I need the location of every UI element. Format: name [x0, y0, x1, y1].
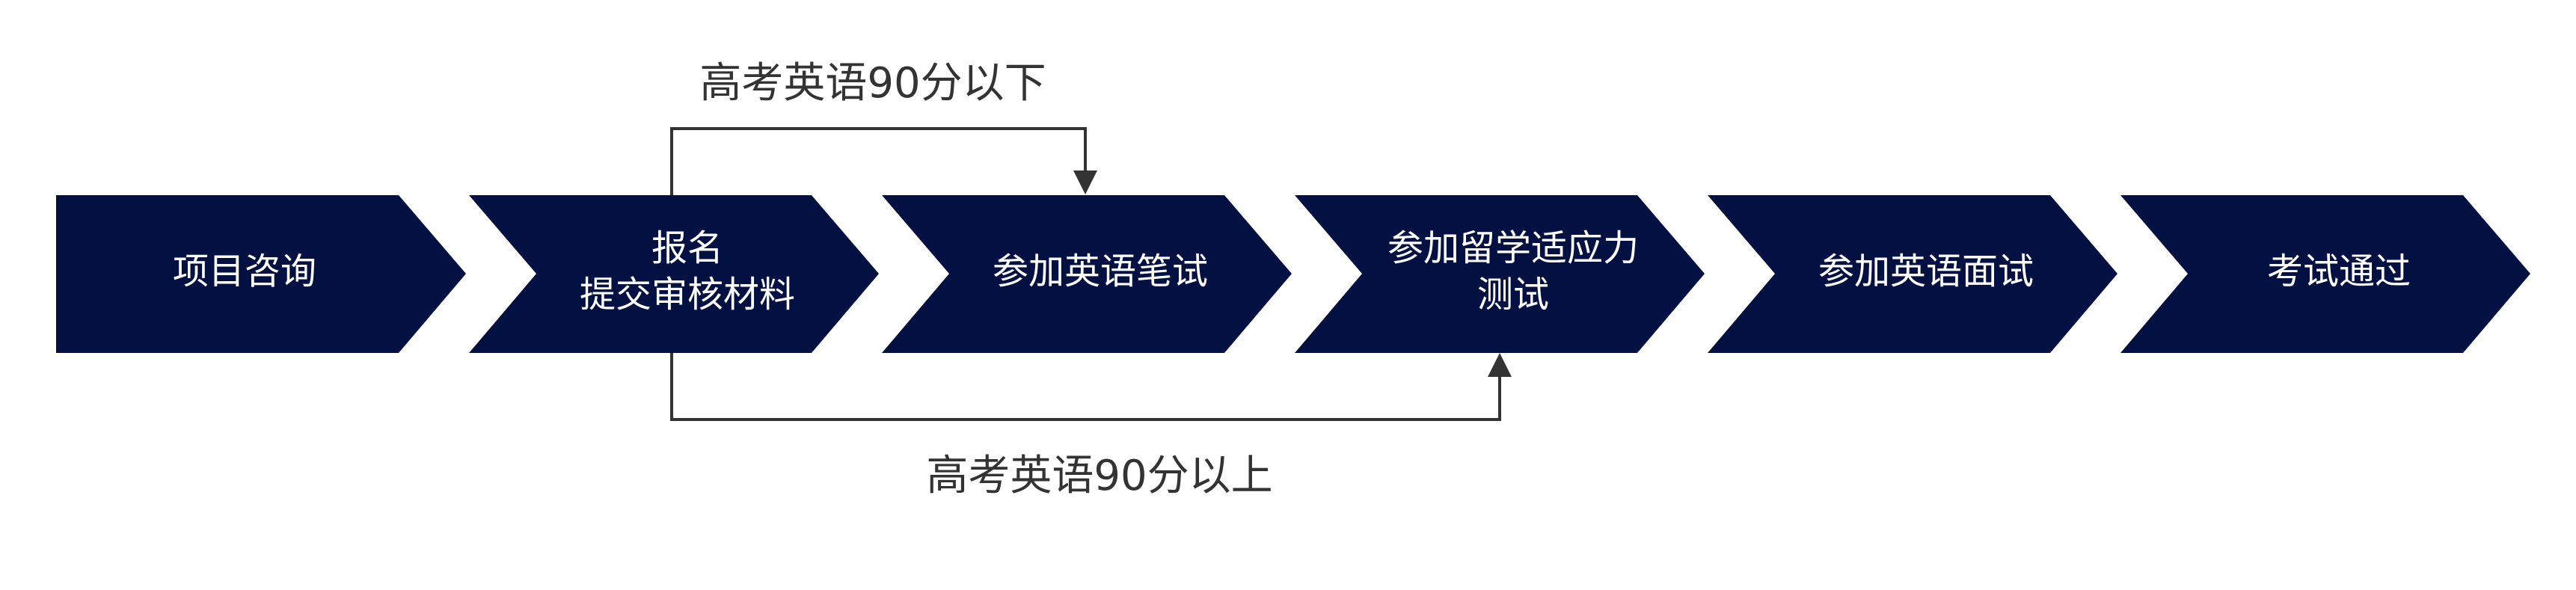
step-english-written-test: 参加英语笔试	[882, 195, 1292, 353]
step-label: 参加英语笔试	[993, 251, 1208, 292]
step-english-interview: 参加英语面试	[1708, 195, 2117, 353]
step-label: 提交审核材料	[580, 274, 795, 316]
lower-branch-connector	[670, 353, 1512, 421]
chevron-shape	[469, 195, 879, 353]
chevron-shape	[2120, 195, 2530, 353]
chevron-shape	[56, 195, 466, 353]
step-exam-passed: 考试通过	[2120, 195, 2530, 353]
upper-branch-label: 高考英语90分以下	[699, 59, 1046, 108]
upper-branch-connector	[670, 127, 1097, 195]
lower-branch-label: 高考英语90分以上	[926, 452, 1272, 500]
step-label: 参加留学适应力	[1387, 227, 1639, 269]
step-label: 考试通过	[2267, 251, 2411, 292]
step-label: 测试	[1477, 274, 1549, 316]
chevron-shape	[1295, 195, 1705, 353]
step-label: 参加英语面试	[1818, 251, 2034, 292]
step-project-consultation: 项目咨询	[56, 195, 466, 353]
chevron-shape	[882, 195, 1292, 353]
chevron-shape	[1708, 195, 2117, 353]
step-label: 报名	[651, 227, 723, 269]
step-label: 项目咨询	[173, 251, 316, 292]
